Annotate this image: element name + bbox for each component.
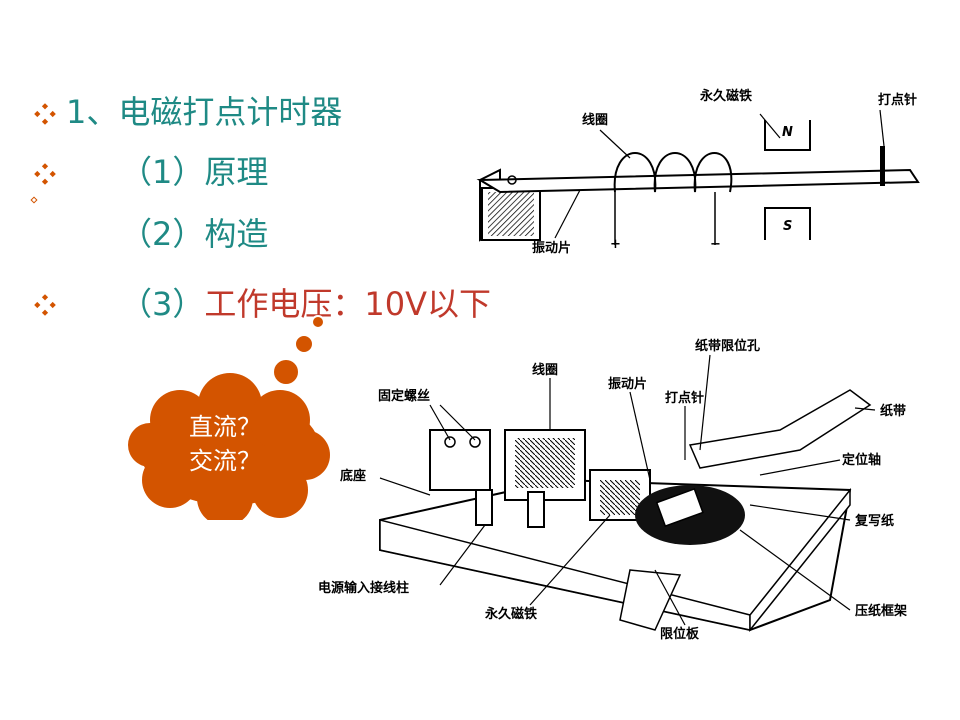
diamond-bullet-icon [34, 294, 56, 316]
label-base: 底座 [340, 468, 366, 484]
item-voltage: （3）工作电压：10V以下 [120, 284, 491, 324]
needle-drawing [880, 146, 885, 186]
label-axis: 定位轴 [841, 452, 881, 468]
label-magnet: 永久磁铁 [484, 606, 537, 622]
diamond-bullet-icon [34, 103, 56, 125]
structure-diagram: 纸带限位孔 线圈 固定螺丝 振动片 打点针 纸带 定位轴 底座 复写纸 电源输入… [318, 338, 907, 642]
item-principle: （1）原理 [120, 153, 269, 191]
terminal-post [475, 489, 493, 526]
principle-diagram: 永久磁铁 打点针 线圈 振动片 N S + − [476, 88, 920, 256]
label-carbon: 复写纸 [854, 513, 894, 529]
label-tape: 纸带 [880, 403, 906, 419]
cloud-line-dc: 直流？ [189, 413, 261, 441]
cloud-question: 直流？ 交流？ [170, 410, 280, 478]
item-voltage-prefix: （3） [120, 285, 205, 323]
label-reed: 振动片 [532, 240, 571, 256]
label-screw: 固定螺丝 [378, 388, 430, 404]
hatch-fill [488, 192, 534, 236]
label-terminal: 电源输入接线柱 [318, 580, 409, 596]
terminal-post [527, 491, 545, 528]
label-magnet: 永久磁铁 [699, 88, 752, 104]
label-needle: 打点针 [665, 390, 704, 406]
label-south: S [783, 219, 792, 234]
label-coil: 线圈 [532, 362, 558, 378]
item-voltage-highlight: 工作电压：10V以下 [204, 285, 491, 323]
magnet-north [764, 120, 811, 151]
diamond-bullet-icon [34, 163, 56, 185]
label-plus: + [610, 237, 621, 252]
label-needle: 打点针 [878, 92, 917, 108]
label-north: N [782, 125, 793, 140]
screw-icon [444, 436, 456, 448]
item-structure: （2）构造 [120, 215, 269, 253]
label-tape-hole: 纸带限位孔 [695, 338, 760, 354]
paper-tape [688, 389, 872, 469]
label-frame: 压纸框架 [855, 603, 907, 619]
label-reed: 振动片 [608, 376, 647, 392]
slide-title: 1、电磁打点计时器 [66, 93, 343, 131]
magnet-south [764, 207, 811, 240]
cloud-line-ac: 交流？ [189, 447, 261, 475]
screw-icon [469, 436, 481, 448]
reed-strip [476, 168, 920, 194]
screw-icon [507, 175, 517, 185]
label-minus: − [710, 237, 721, 252]
coil-drawing [613, 152, 733, 193]
coil-winding [515, 438, 575, 488]
label-limit-plate: 限位板 [660, 626, 700, 642]
small-bullet-icon [30, 196, 38, 204]
label-coil: 线圈 [582, 112, 608, 128]
thought-cloud [128, 315, 330, 520]
